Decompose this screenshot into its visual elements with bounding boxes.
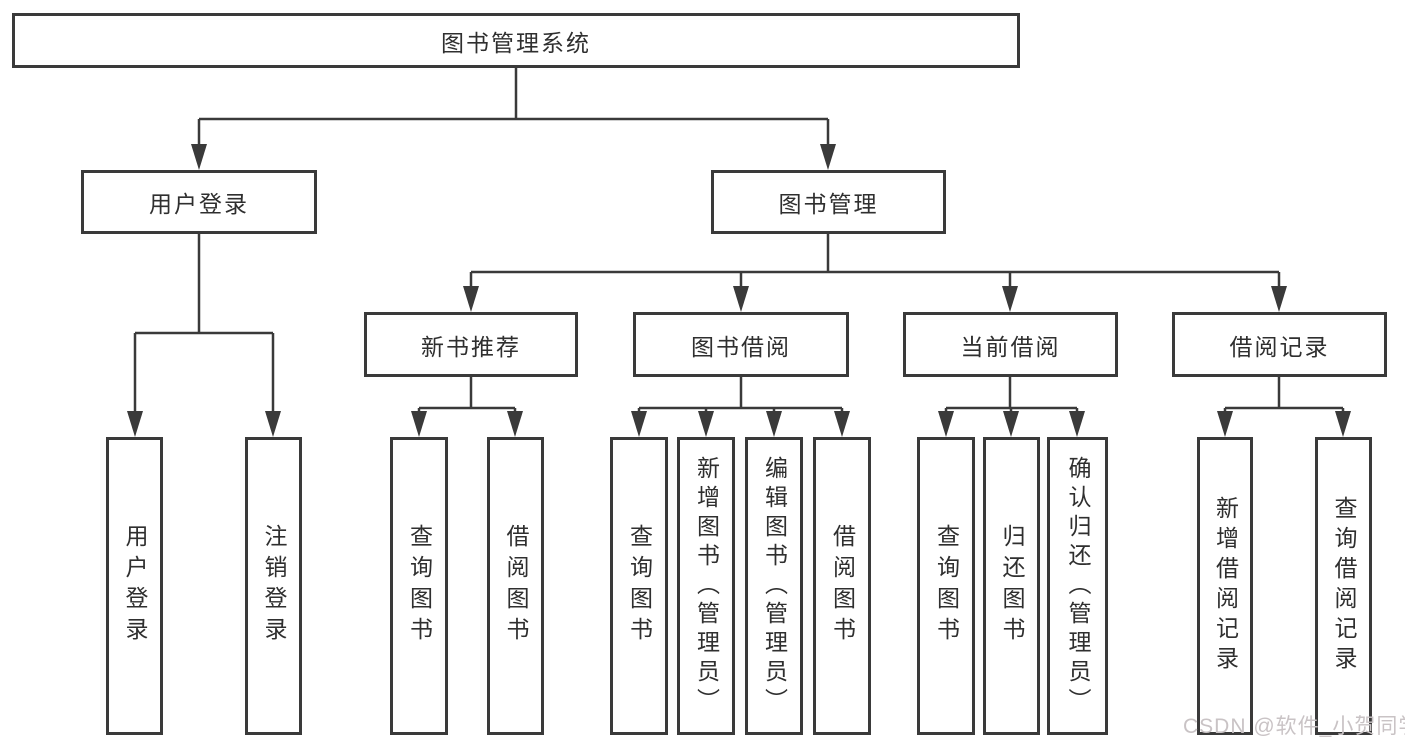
leaf-user-login: 用户登录 — [106, 437, 163, 735]
node-label: 图书管理 — [778, 191, 879, 217]
leaf-label: 确认归还（管理员） — [1065, 455, 1091, 717]
node-borrow-records: 借阅记录 — [1172, 312, 1387, 377]
leaf-label: 注销登录 — [261, 524, 287, 648]
node-label: 用户登录 — [149, 191, 249, 217]
leaf-label: 新增图书（管理员） — [693, 455, 720, 717]
leaf-current-confirm-return-admin: 确认归还（管理员） — [1047, 437, 1108, 735]
leaf-newbook-borrow-books: 借阅图书 — [487, 437, 544, 735]
node-new-book-recommend: 新书推荐 — [364, 312, 578, 377]
leaf-logout: 注销登录 — [245, 437, 302, 735]
leaf-label: 编辑图书（管理员） — [761, 455, 788, 717]
leaf-label: 借阅图书 — [503, 524, 529, 648]
leaf-label: 查询图书 — [933, 524, 960, 648]
leaf-label: 借阅图书 — [829, 524, 856, 648]
leaf-records-add-record: 新增借阅记录 — [1197, 437, 1253, 735]
leaf-label: 查询图书 — [406, 524, 433, 648]
node-label: 借阅记录 — [1229, 333, 1330, 360]
node-user-login-group: 用户登录 — [81, 170, 317, 234]
leaf-label: 查询借阅记录 — [1331, 496, 1357, 676]
leaf-borrowing-add-books-admin: 新增图书（管理员） — [677, 437, 735, 735]
leaf-newbook-query-books: 查询图书 — [390, 437, 448, 735]
leaf-label: 查询图书 — [626, 524, 653, 648]
node-current-borrowing: 当前借阅 — [903, 312, 1118, 377]
leaf-label: 用户登录 — [122, 524, 148, 648]
leaf-label: 新增借阅记录 — [1212, 496, 1239, 676]
csdn-watermark: CSDN @软件_小贺同学 — [1183, 715, 1405, 738]
leaf-label: 归还图书 — [999, 524, 1025, 648]
node-root-label: 图书管理系统 — [441, 29, 591, 56]
node-label: 新书推荐 — [421, 333, 521, 360]
leaf-current-query-books: 查询图书 — [917, 437, 975, 735]
leaf-records-query-record: 查询借阅记录 — [1315, 437, 1372, 735]
leaf-current-return-books: 归还图书 — [983, 437, 1040, 735]
node-label: 图书借阅 — [691, 333, 791, 360]
node-label: 当前借阅 — [960, 333, 1061, 360]
node-book-borrowing: 图书借阅 — [633, 312, 849, 377]
node-root-system: 图书管理系统 — [12, 13, 1020, 68]
leaf-borrowing-query-books: 查询图书 — [610, 437, 668, 735]
node-book-management-group: 图书管理 — [711, 170, 946, 234]
leaf-borrowing-edit-books-admin: 编辑图书（管理员） — [745, 437, 803, 735]
leaf-borrowing-borrow-books: 借阅图书 — [813, 437, 871, 735]
